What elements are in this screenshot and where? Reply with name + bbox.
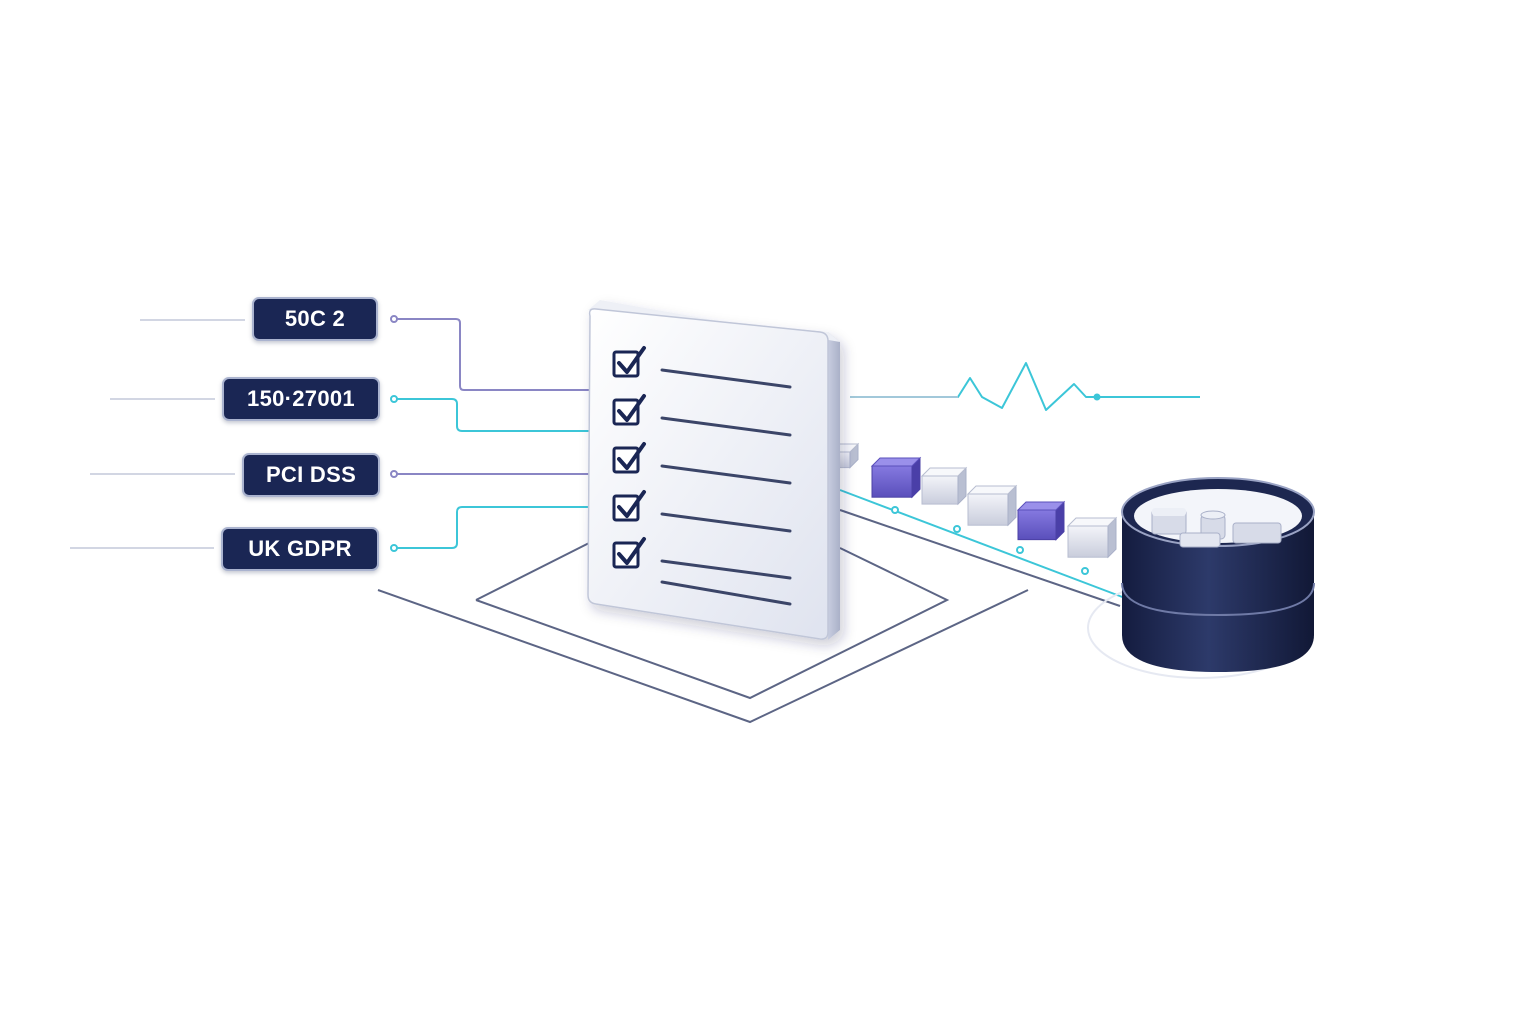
checkmark-icon bbox=[617, 442, 646, 470]
framework-badge-pci-dss: PCI DSS bbox=[242, 453, 380, 497]
checklist-text-line bbox=[660, 580, 792, 606]
checkmark-icon bbox=[617, 394, 646, 422]
data-block-gray bbox=[1066, 516, 1118, 559]
base-platform bbox=[377, 539, 1029, 724]
data-pipeline bbox=[839, 489, 1126, 607]
checkmark-icon bbox=[617, 346, 646, 374]
database-icon bbox=[1087, 477, 1315, 679]
checklist-text-line bbox=[660, 416, 792, 437]
checkbox-icon bbox=[612, 350, 640, 378]
checklist-text-line bbox=[660, 512, 792, 533]
connector-1 bbox=[392, 318, 600, 391]
data-block-purple bbox=[870, 456, 922, 499]
stored-records bbox=[1151, 508, 1282, 548]
checkbox-icon bbox=[612, 494, 640, 522]
data-block-gray bbox=[920, 466, 968, 506]
checkmark-icon bbox=[617, 537, 646, 565]
checkmark-icon bbox=[617, 490, 646, 518]
framework-badge-iso27001: 150·27001 bbox=[222, 377, 380, 421]
checklist-icon bbox=[587, 300, 840, 640]
connector-4 bbox=[392, 506, 600, 549]
checklist-rows bbox=[612, 346, 792, 606]
data-block-gray bbox=[966, 484, 1018, 527]
heartbeat-pulse-icon bbox=[850, 362, 1200, 411]
checkbox-icon bbox=[612, 446, 640, 474]
connector-2 bbox=[392, 398, 600, 432]
checklist-text-line bbox=[660, 464, 792, 485]
checklist-text-line bbox=[660, 368, 792, 389]
checklist-text-line bbox=[660, 559, 792, 580]
data-blocks bbox=[828, 442, 1118, 559]
data-block-purple bbox=[1016, 500, 1066, 541]
framework-badge-uk-gdpr: UK GDPR bbox=[221, 527, 379, 571]
checkbox-icon bbox=[612, 541, 640, 569]
guide-lines bbox=[70, 319, 245, 549]
checkbox-icon bbox=[612, 398, 640, 426]
framework-connectors bbox=[390, 315, 600, 552]
framework-badge-soc2: 50C 2 bbox=[252, 297, 378, 341]
